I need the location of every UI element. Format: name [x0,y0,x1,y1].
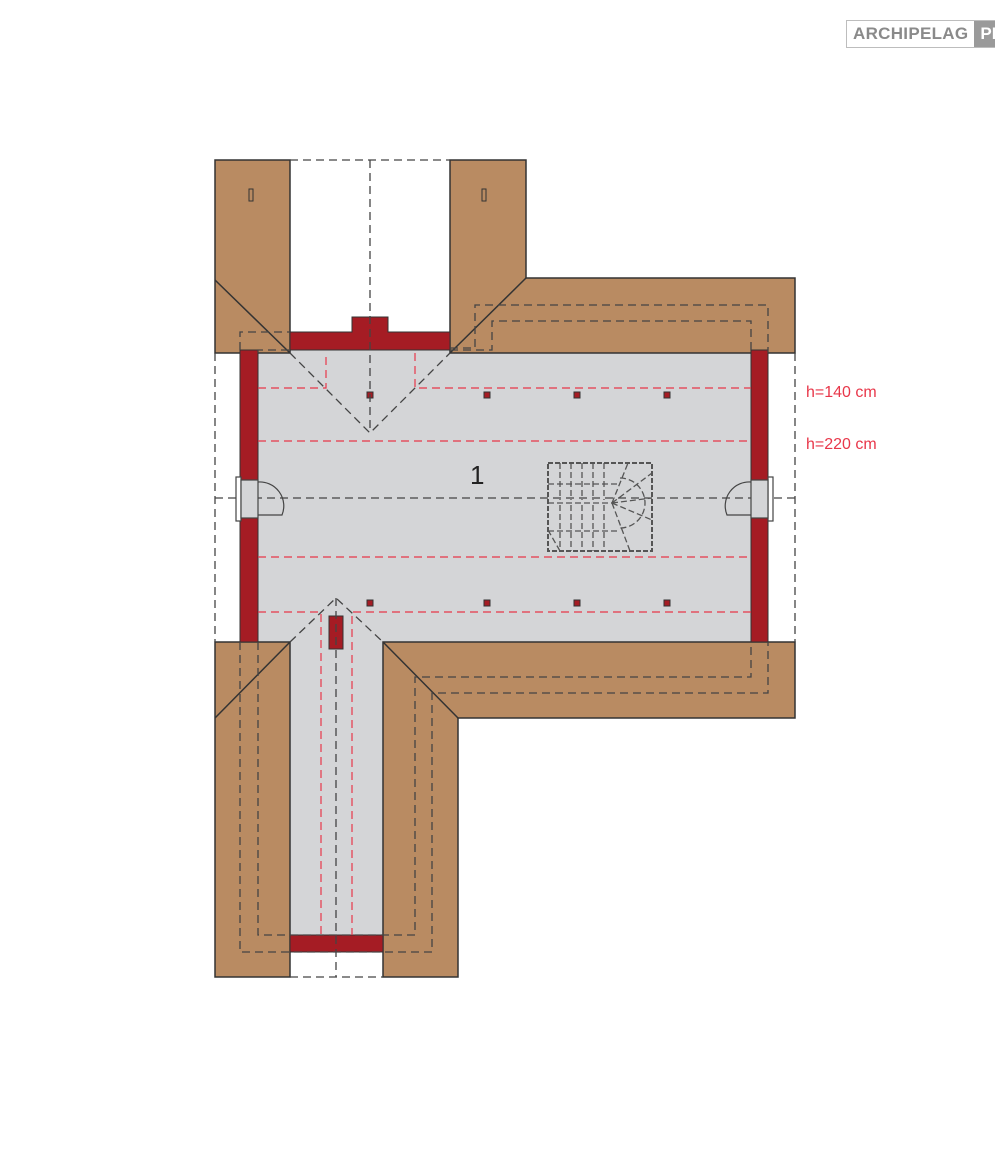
height-label-220: h=220 cm [806,436,877,453]
window-right [724,476,774,522]
wall-right-upper [750,349,769,481]
roof-bottom-left [214,641,291,978]
hip-lines [214,277,527,719]
roof-outline-dashed [214,159,796,978]
roof-areas [214,159,796,978]
wall-left-upper [239,349,259,481]
roof-vent-marks [248,188,487,202]
window-left [235,476,285,522]
logo-suffix: PL [974,21,995,47]
wall-right-lower [750,517,769,643]
logo-text: ARCHIPELAG [853,24,969,43]
posts [366,391,671,607]
height-label-140: h=140 cm [806,384,877,401]
roof-top-right [449,159,796,354]
stairs [547,462,653,552]
archipelag-logo: ARCHIPELAG PL [846,20,995,48]
wall-left-lower [239,517,259,643]
height-lines [258,353,751,935]
roof-bottom-right [382,641,796,978]
room-number: 1 [470,460,484,490]
